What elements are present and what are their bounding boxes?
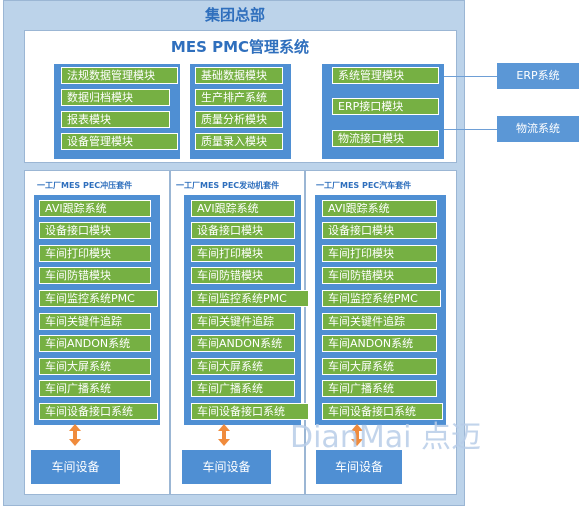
erp-connector [444, 76, 498, 77]
suite-title-stamping: 一工厂MES PEC冲压套件 [37, 181, 133, 190]
suite3-module[interactable]: 车间监控系统PMC [322, 290, 441, 307]
suite2-module[interactable]: 车间设备接口系统 [191, 403, 309, 420]
suite3-module[interactable]: 车间打印模块 [322, 245, 437, 262]
suite1-module[interactable]: 车间关键件追踪 [39, 313, 151, 330]
module-data-archive[interactable]: 数据归档模块 [61, 89, 170, 106]
suite3-module[interactable]: AVI跟踪系统 [322, 200, 437, 217]
suite2-module[interactable]: 车间防错模块 [191, 267, 295, 284]
module-report[interactable]: 报表模块 [61, 111, 170, 128]
module-production-scheduling[interactable]: 生产排产系统 [195, 89, 283, 106]
module-base-data[interactable]: 基础数据模块 [195, 67, 283, 84]
bidirectional-arrow-icon [69, 424, 81, 446]
suite1-module[interactable]: AVI跟踪系统 [39, 200, 151, 217]
suite1-module[interactable]: 车间大屏系统 [39, 358, 151, 375]
suite-title-engine: 一工厂MES PEC发动机套件 [176, 181, 280, 190]
workshop-equipment-box[interactable]: 车间设备 [182, 450, 271, 484]
module-regulation-data[interactable]: 法规数据管理模块 [61, 67, 178, 84]
suite-title-vehicle: 一工厂MES PEC汽车套件 [316, 181, 412, 190]
bidirectional-arrow-icon [351, 424, 363, 446]
workshop-equipment-box[interactable]: 车间设备 [316, 450, 402, 484]
module-quality-entry[interactable]: 质量录入模块 [195, 133, 283, 150]
bidirectional-arrow-icon [218, 424, 230, 446]
module-erp-interface[interactable]: ERP接口模块 [332, 98, 439, 115]
suite1-module[interactable]: 车间广播系统 [39, 380, 151, 397]
suite3-module[interactable]: 车间设备接口系统 [322, 403, 443, 420]
module-logistics-interface[interactable]: 物流接口模块 [332, 130, 439, 147]
suite1-module[interactable]: 设备接口模块 [39, 222, 151, 239]
suite2-module[interactable]: 设备接口模块 [191, 222, 295, 239]
module-system-management[interactable]: 系统管理模块 [332, 67, 439, 84]
module-quality-analysis[interactable]: 质量分析模块 [195, 111, 283, 128]
logistics-system-box[interactable]: 物流系统 [497, 116, 579, 142]
suite1-module[interactable]: 车间打印模块 [39, 245, 151, 262]
suite3-module[interactable]: 车间关键件追踪 [322, 313, 437, 330]
suite1-module[interactable]: 车间监控系统PMC [39, 290, 158, 307]
module-equipment-management[interactable]: 设备管理模块 [61, 133, 178, 150]
headquarters-title: 集团总部 [204, 6, 265, 24]
suite3-module[interactable]: 设备接口模块 [322, 222, 437, 239]
suite3-module[interactable]: 车间大屏系统 [322, 358, 437, 375]
logistics-connector [444, 129, 498, 130]
suite2-module[interactable]: 车间关键件追踪 [191, 313, 295, 330]
pmc-title: MES PMC管理系统 [170, 38, 310, 56]
suite2-module[interactable]: 车间打印模块 [191, 245, 295, 262]
suite3-module[interactable]: 车间防错模块 [322, 267, 437, 284]
suite3-module[interactable]: 车间广播系统 [322, 380, 437, 397]
suite2-module[interactable]: 车间监控系统PMC [191, 290, 309, 307]
suite1-module[interactable]: 车间ANDON系统 [39, 335, 151, 352]
workshop-equipment-box[interactable]: 车间设备 [31, 450, 120, 484]
watermark: DianMai 点迈 [290, 420, 481, 455]
suite3-module[interactable]: 车间ANDON系统 [322, 335, 437, 352]
suite1-module[interactable]: 车间设备接口系统 [39, 403, 158, 420]
suite1-module[interactable]: 车间防错模块 [39, 267, 151, 284]
suite2-module[interactable]: 车间ANDON系统 [191, 335, 295, 352]
suite2-module[interactable]: AVI跟踪系统 [191, 200, 295, 217]
erp-system-box[interactable]: ERP系统 [497, 63, 579, 89]
suite2-module[interactable]: 车间大屏系统 [191, 358, 295, 375]
suite2-module[interactable]: 车间广播系统 [191, 380, 295, 397]
